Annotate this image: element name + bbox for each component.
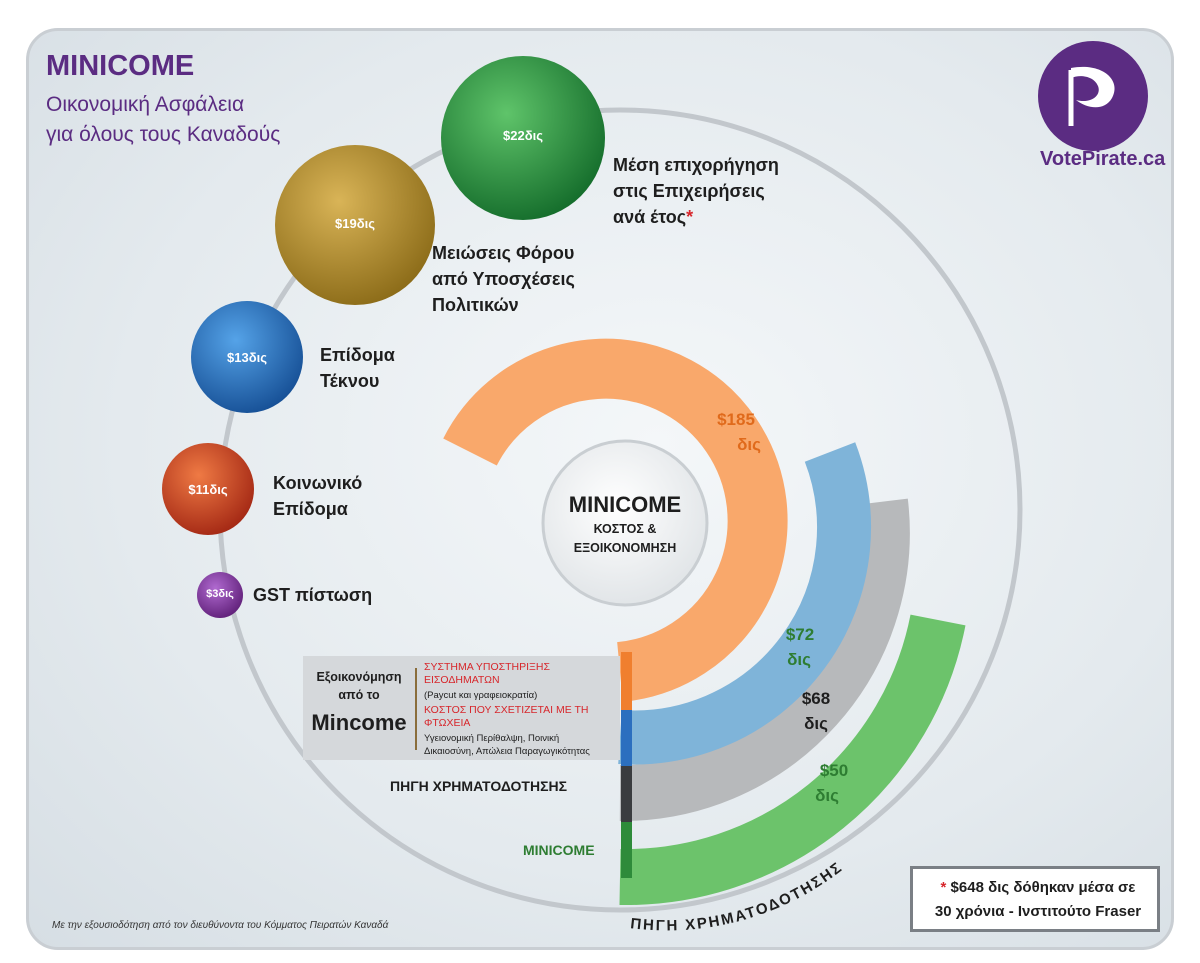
bubble-value: $13δις — [227, 350, 267, 365]
arc-orange-cost — [443, 338, 788, 702]
savings-mincome: Mincome — [311, 710, 407, 735]
bubble-tax-cuts — [275, 145, 435, 305]
page-subtitle: Οικονομική Ασφάλεια για όλους τους Καναδ… — [46, 93, 281, 146]
bubble-gst-credit — [197, 572, 243, 618]
center-circle — [541, 439, 709, 607]
pirate-party-flag-icon — [1038, 41, 1148, 151]
arc-gray-funding — [619, 498, 910, 822]
savings-divider — [415, 668, 417, 750]
arc-value-funding: $68 δις — [801, 689, 831, 733]
arc-blue-savings — [618, 442, 871, 765]
center-subtitle: ΚΟΣΤΟΣ & ΕΞΟΙΚΟΝΟΜΗΣΗ — [573, 522, 677, 555]
bubble-value: $22δις — [503, 128, 543, 143]
bubble-value: $11δις — [188, 482, 228, 497]
marker-gray — [621, 766, 632, 822]
page-title: MINICOME — [46, 50, 195, 82]
marker-blue — [621, 710, 632, 766]
footnote-text: * $648 δις δόθηκαν μέσα σε 30 χρόνια - Ι… — [934, 879, 1142, 920]
savings-label: Εξοικονόμηση από το — [316, 670, 402, 702]
mincome-label: MINICOME — [523, 842, 595, 858]
bubble-child-benefit — [191, 301, 303, 413]
savings-box — [303, 656, 620, 760]
marker-orange — [621, 652, 632, 710]
center-title: MINICOME — [568, 492, 682, 517]
savings-details: ΣΥΣΤΗΜΑ ΥΠΟΣΤΗΡΙΞΗΣ ΕΙΣΟΔΗΜΑΤΩΝ (Paycut … — [424, 661, 590, 757]
bubble-label-gst-credit: GST πίστωση — [253, 585, 373, 605]
footnote-box — [910, 866, 1160, 932]
bubble-label-child-benefit: Επίδομα Τέκνου — [320, 345, 395, 391]
bubble-value: $3δις — [206, 588, 234, 600]
bubble-social-benefit — [162, 443, 254, 535]
bubble-label-social-benefit: Κοινωνικό Επίδομα — [273, 473, 363, 519]
bubble-label-business-subsidy: Μέση επιχορήγηση στις Επιχειρήσεις ανά έ… — [613, 155, 779, 227]
arc-green-minicome — [619, 614, 966, 906]
bubble-label-tax-cuts: Μειώσεις Φόρου από Υποσχέσεις Πολιτικών — [432, 243, 575, 315]
arc-value-cost: $185 δις — [717, 410, 761, 454]
bubble-business-subsidy — [441, 56, 605, 220]
bubble-value: $19δις — [335, 216, 375, 231]
marker-green — [621, 822, 632, 878]
arc-value-savings: $72 δις — [785, 625, 815, 669]
arc-value-minicome: $50 δις — [815, 761, 849, 805]
credit-text: Με την εξουσιοδότηση από τον διευθύνοντα… — [52, 920, 389, 931]
funding-source-label: ΠΗΓΗ ΧΡΗΜΑΤΟΔΟΤΗΣΗΣ — [390, 778, 567, 794]
logo-text: VotePirate.ca — [1040, 148, 1166, 170]
